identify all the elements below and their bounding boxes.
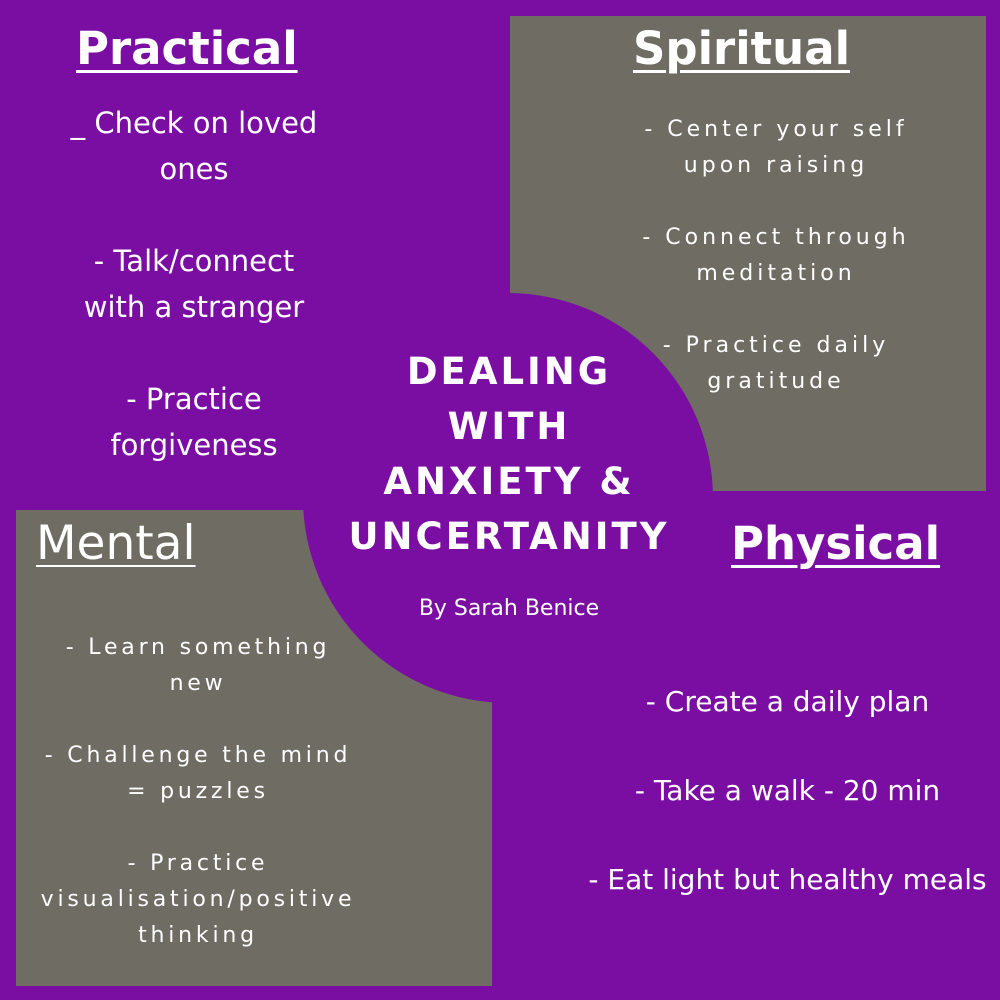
spiritual-item: - Practice daily gratitude xyxy=(662,333,890,394)
practical-heading: Practical xyxy=(76,22,298,75)
mental-list: - Learn something new - Challenge the mi… xyxy=(8,630,388,990)
practical-list: _ Check on loved ones - Talk/connect wit… xyxy=(40,100,348,514)
mental-heading: Mental xyxy=(36,516,196,571)
mental-item: - Challenge the mind = puzzles xyxy=(44,743,352,804)
spiritual-list: - Center your self upon raising - Connec… xyxy=(526,112,1000,436)
practical-item: - Talk/connect with a stranger xyxy=(83,244,305,324)
mental-item: - Learn something new xyxy=(65,635,331,696)
main-title: DEALING WITH ANXIETY & UNCERTANITY xyxy=(348,350,670,558)
center-circle xyxy=(303,293,713,703)
physical-item: - Create a daily plan xyxy=(645,685,930,718)
spiritual-heading: Spiritual xyxy=(633,22,851,75)
physical-list: - Create a daily plan - Take a walk - 20… xyxy=(570,680,1000,947)
spiritual-item: - Connect through meditation xyxy=(642,225,910,286)
practical-item: - Practice forgiveness xyxy=(110,382,278,462)
physical-item: - Eat light but healthy meals xyxy=(588,863,987,896)
mental-item: - Practice visualisation/positive thinki… xyxy=(40,851,356,948)
spiritual-item: - Center your self upon raising xyxy=(644,117,908,178)
practical-item: _ Check on loved ones xyxy=(70,106,318,186)
author-byline: By Sarah Benice xyxy=(418,596,600,621)
physical-item: - Take a walk - 20 min xyxy=(634,774,941,807)
physical-heading: Physical xyxy=(731,517,941,570)
